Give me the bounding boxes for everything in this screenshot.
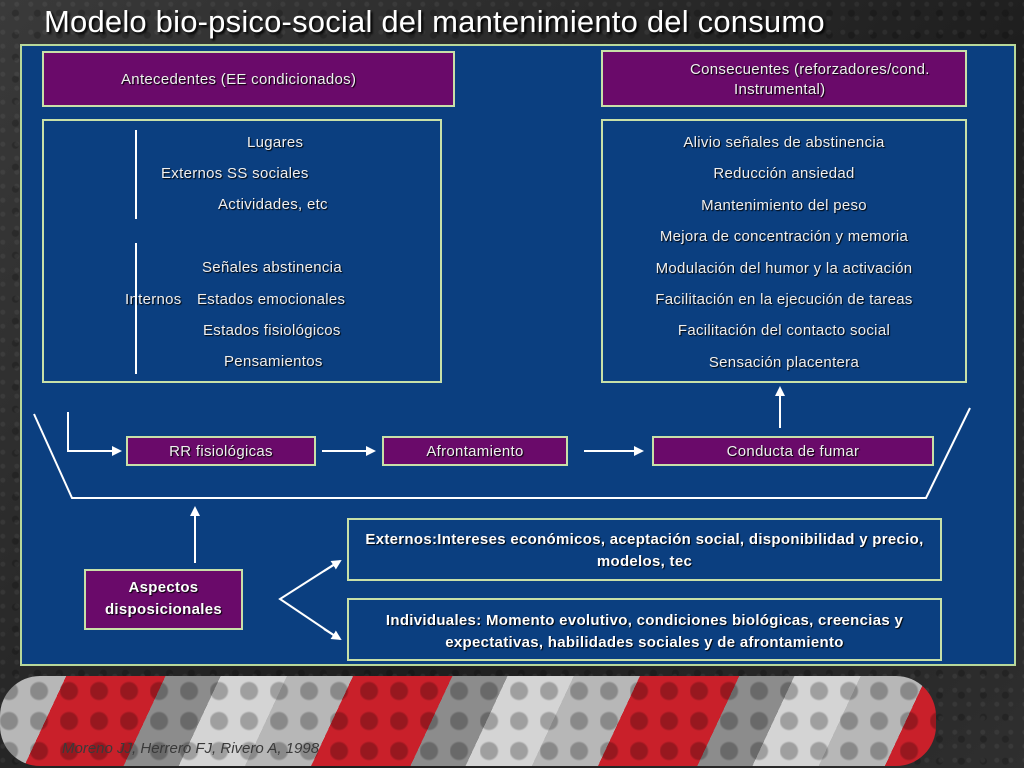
aspectos-line2: disposicionales — [104, 601, 223, 618]
antecedente-estados-fisiologicos: Estados fisiológicos — [203, 322, 341, 339]
consecuente-item: Reducción ansiedad — [713, 165, 855, 182]
aspectos-disposicionales-box: Aspectos disposicionales — [84, 569, 243, 630]
decorative-stripe-image — [0, 676, 936, 766]
antecedentes-header-text: Antecedentes (EE condicionados) — [121, 71, 357, 88]
consecuente-item: Mantenimiento del peso — [701, 197, 867, 214]
externos-disposicionales-box: Externos:Intereses económicos, aceptació… — [347, 518, 942, 581]
consecuente-item: Facilitación en la ejecución de tareas — [655, 291, 913, 308]
arrow-to-individuales — [323, 628, 342, 641]
antecedente-externos-label: Externos SS sociales — [161, 165, 309, 182]
antecedente-estados-emocionales: Estados emocionales — [197, 291, 346, 308]
stripe-texture — [0, 676, 936, 766]
flow-bracket — [33, 407, 971, 499]
antecedente-pensamientos: Pensamientos — [224, 353, 323, 370]
antecedente-senales: Señales abstinencia — [202, 259, 342, 276]
consecuentes-header-line1: Consecuentes (reforzadores/cond. — [690, 61, 930, 78]
consecuentes-header-box: Consecuentes (reforzadores/cond. Instrum… — [601, 50, 967, 107]
arrow-to-externos — [323, 559, 342, 572]
arrow-to-rr — [67, 412, 122, 456]
citation-credit: Moreno JJ, Herrero FJ, Rivero A, 1998 — [62, 740, 320, 757]
externos-line1: Externos:Intereses económicos, aceptació… — [365, 531, 924, 548]
consecuentes-content-box — [601, 119, 967, 383]
individuales-line2: expectativas, habilidades sociales y de … — [445, 634, 844, 651]
afrontamiento-box: Afrontamiento — [382, 436, 568, 466]
aspectos-branch-lines — [278, 561, 339, 639]
consecuente-item: Modulación del humor y la activación — [655, 260, 913, 277]
antecedente-lugares: Lugares — [247, 134, 304, 151]
consecuente-item: Mejora de concentración y memoria — [659, 228, 909, 245]
conducta-fumar-box: Conducta de fumar — [652, 436, 934, 466]
antecedentes-content-box — [42, 119, 442, 383]
individuales-line1: Individuales: Momento evolutivo, condici… — [385, 612, 904, 629]
slide-title: Modelo bio-psico-social del mantenimient… — [44, 4, 825, 39]
consecuentes-header-line2: Instrumental) — [734, 81, 826, 98]
antecedente-actividades: Actividades, etc — [218, 196, 328, 213]
antecedentes-header-box: Antecedentes (EE condicionados) — [42, 51, 455, 107]
aspectos-line1: Aspectos — [128, 579, 199, 596]
individuales-disposicionales-box: Individuales: Momento evolutivo, condici… — [347, 598, 942, 661]
conducta-fumar-text: Conducta de fumar — [726, 443, 860, 460]
consecuente-item: Alivio señales de abstinencia — [683, 134, 885, 151]
rr-fisiologicas-text: RR fisiológicas — [169, 443, 273, 460]
consecuente-item: Sensación placentera — [708, 354, 860, 371]
rr-fisiologicas-box: RR fisiológicas — [126, 436, 316, 466]
antecedente-internos-label: Internos — [125, 291, 182, 308]
diagram-panel — [20, 44, 1016, 666]
consecuente-item: Facilitación del contacto social — [677, 322, 891, 339]
externos-line2: modelos, tec — [596, 553, 693, 570]
afrontamiento-text: Afrontamiento — [426, 443, 524, 460]
